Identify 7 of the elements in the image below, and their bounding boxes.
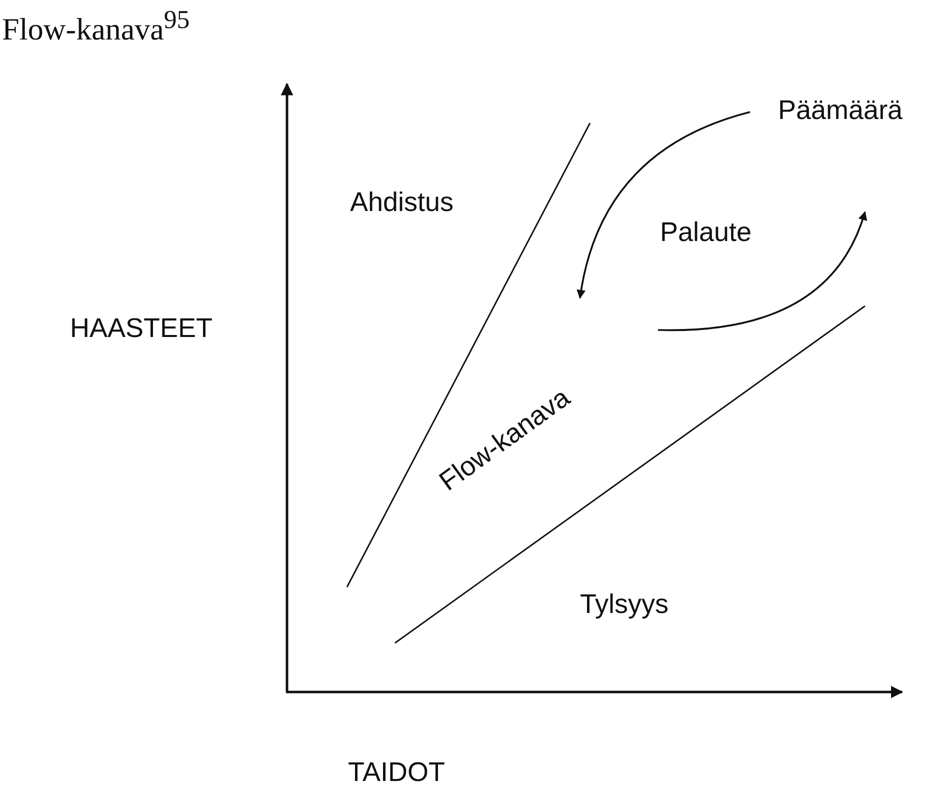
title: Flow-kanava$^{95}$ (2, 6, 190, 46)
axis-label: HAASTEET (70, 314, 213, 344)
axis-label: TAIDOT (348, 758, 445, 788)
region-label: Ahdistus (350, 188, 454, 218)
feedback-label: Palaute (660, 218, 752, 248)
region-label: Tylsyys (580, 590, 669, 620)
goal-label: Päämäärä (778, 96, 903, 126)
